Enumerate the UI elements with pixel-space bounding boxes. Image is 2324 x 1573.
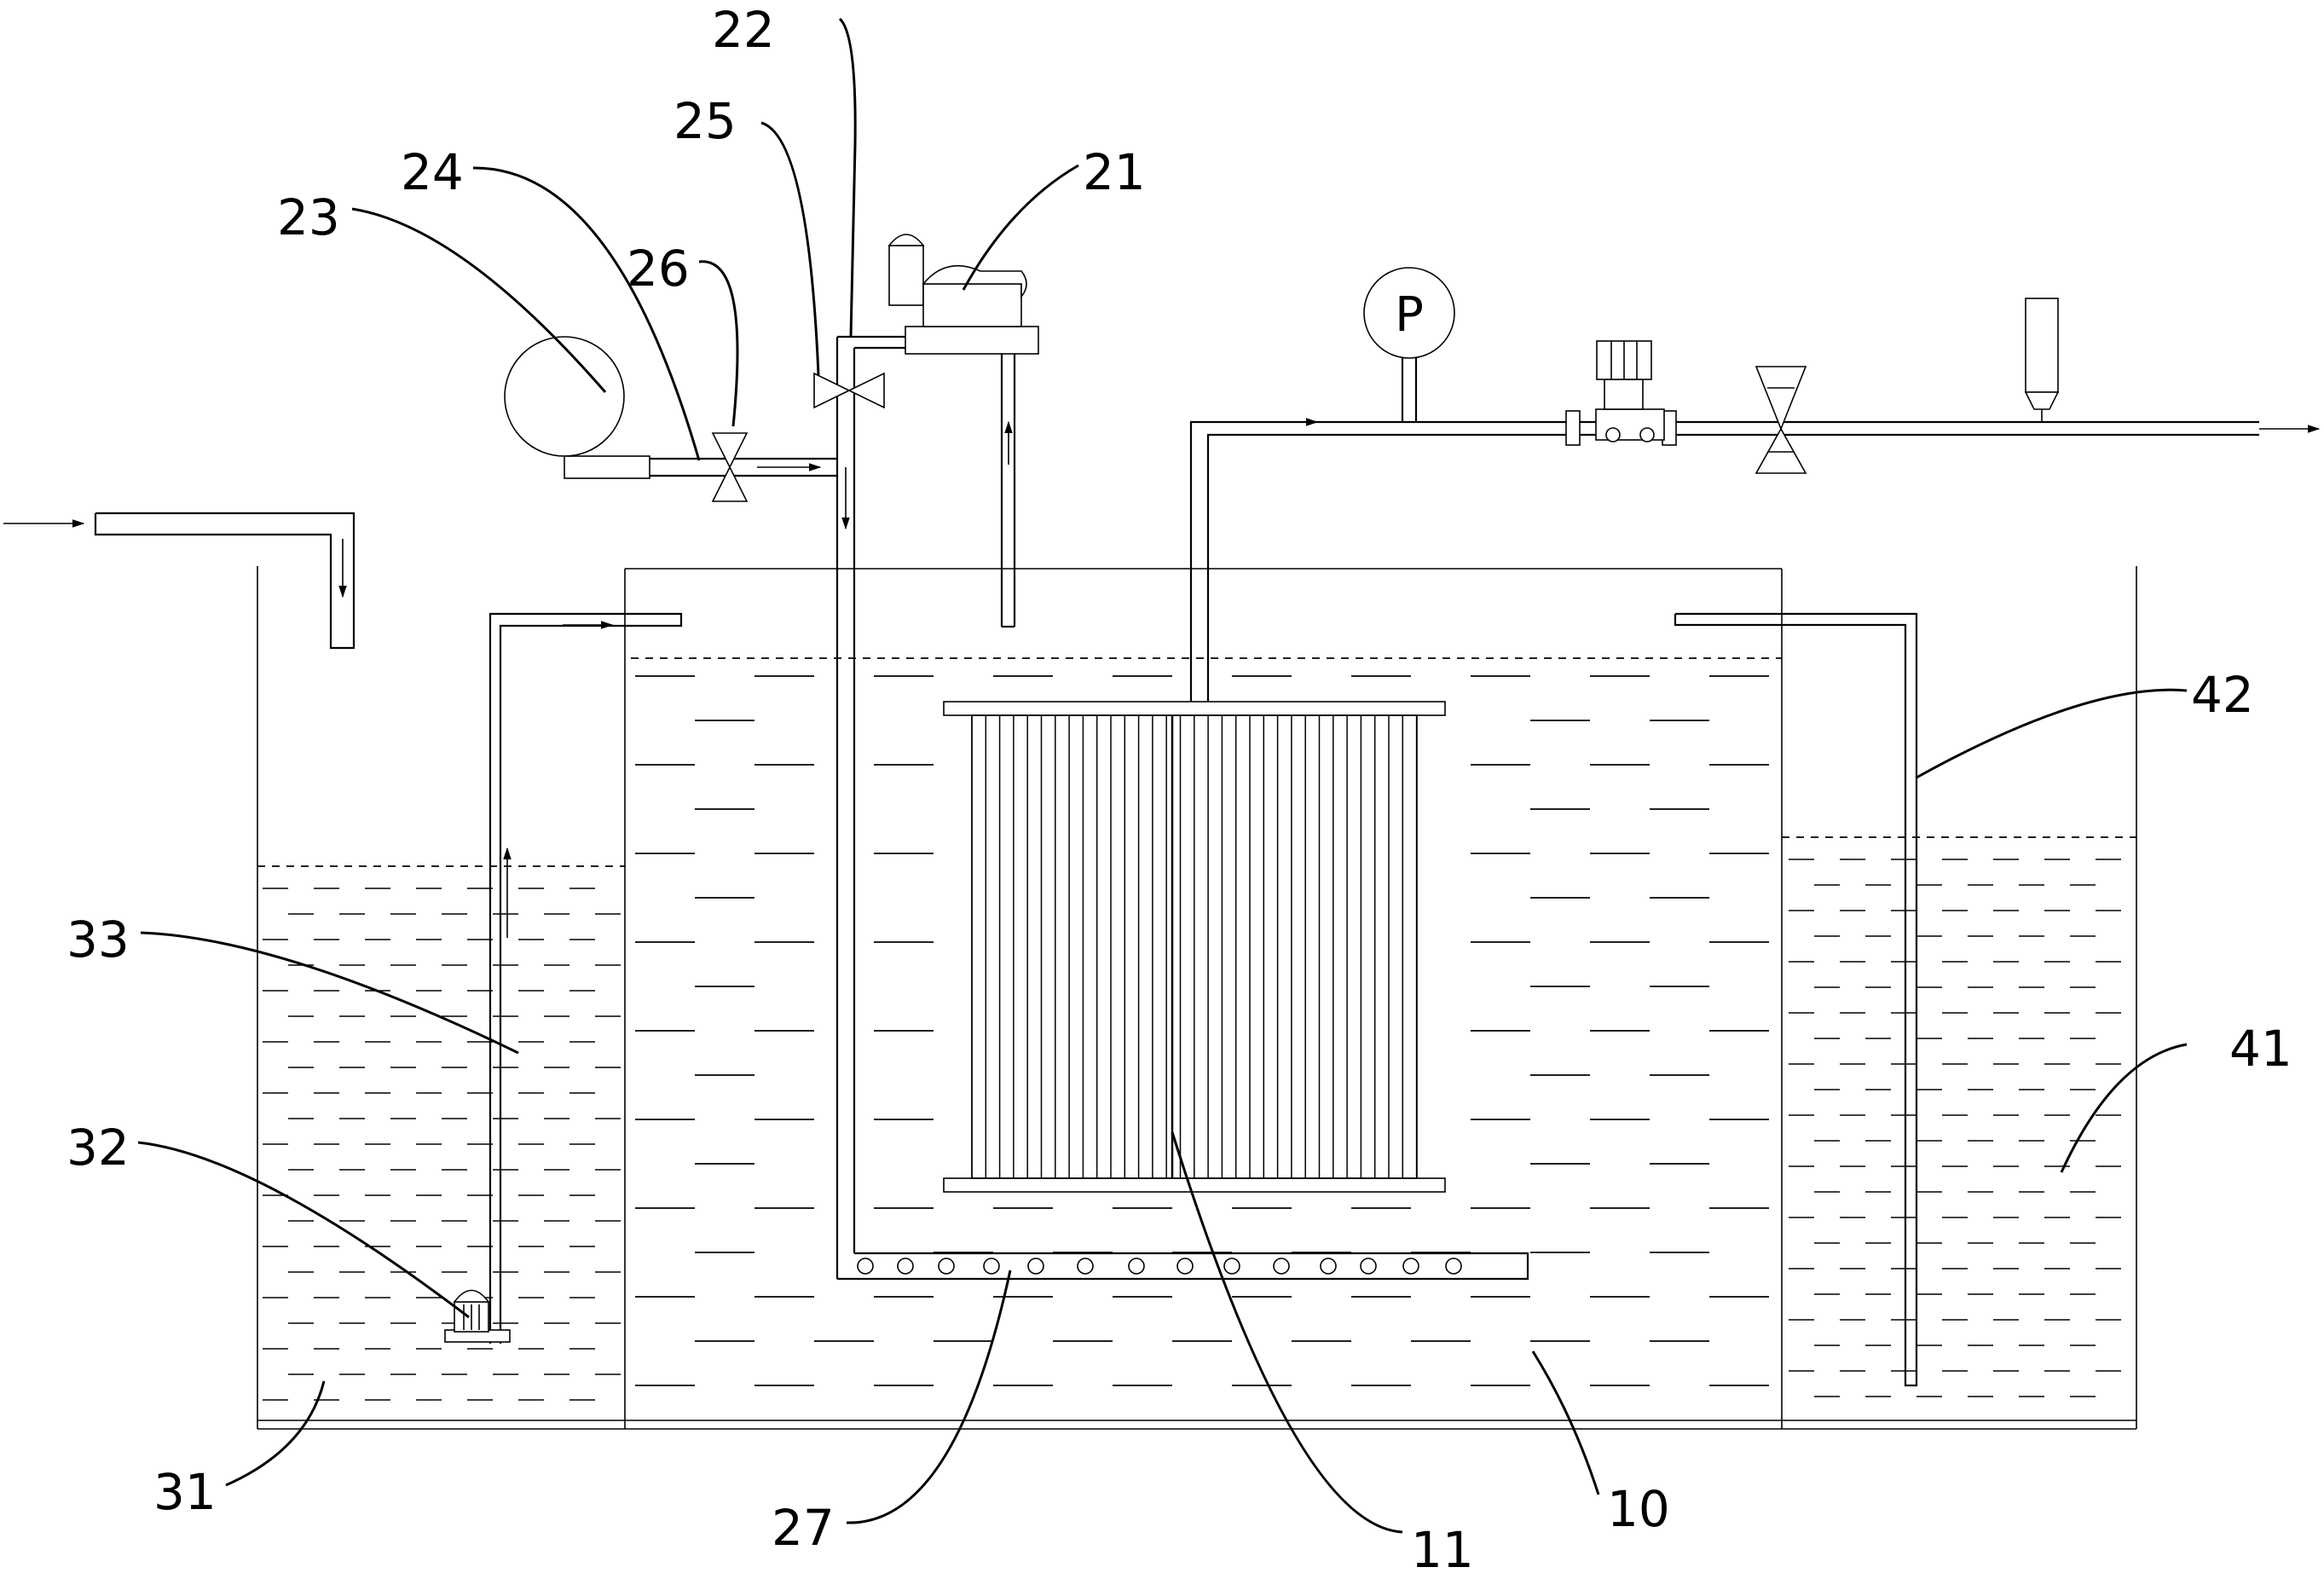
- label-33: 33: [66, 911, 130, 969]
- diffuser-hole: [1027, 1258, 1044, 1275]
- label-10: 10: [1607, 1480, 1670, 1538]
- diffuser-hole: [1176, 1258, 1194, 1275]
- submersible-pump-32: [444, 1289, 511, 1343]
- flow-meter: [2024, 298, 2060, 422]
- diffuser-hole: [983, 1258, 1000, 1275]
- label-31: 31: [153, 1463, 217, 1521]
- return-pipe-33: [489, 612, 683, 1344]
- diffuser-hole: [1320, 1258, 1337, 1275]
- label-24: 24: [401, 143, 464, 201]
- membrane-tank-water-hatch: [635, 675, 1769, 1386]
- diffuser-hole: [1360, 1258, 1377, 1275]
- label-25: 25: [673, 92, 737, 150]
- diffuser-hole: [1077, 1258, 1094, 1275]
- diffuser-hole: [1402, 1258, 1419, 1275]
- diffuser-hole: [897, 1258, 914, 1275]
- diffuser-hole: [1223, 1258, 1240, 1275]
- solenoid-valve: [1565, 340, 1677, 446]
- diffuser-holes: [857, 1258, 1462, 1275]
- suction-pump-21: [887, 234, 1039, 355]
- suction-pipe: [1000, 354, 1016, 628]
- label-23: 23: [277, 188, 340, 246]
- air-line: [650, 432, 837, 502]
- pressure-gauge: P: [1363, 267, 1455, 422]
- water-levels: [257, 657, 2136, 867]
- label-21: 21: [1083, 143, 1146, 201]
- blower-23: [504, 336, 650, 479]
- number-labels: 22 25 21 24 23 26 42 33 41 32 31 10 27 1…: [66, 1, 2292, 1573]
- label-22: 22: [712, 1, 775, 59]
- label-41: 41: [2229, 1020, 2292, 1078]
- diffuser-hole: [938, 1258, 955, 1275]
- inlet-pipe: [3, 512, 356, 650]
- gauge-letter: P: [1395, 287, 1424, 343]
- left-tank-water-hatch: [263, 888, 621, 1401]
- right-tank-water-hatch: [1789, 859, 2121, 1397]
- leader-lines: [137, 17, 2188, 1534]
- membrane-fibers: [971, 715, 1418, 1178]
- label-32: 32: [66, 1119, 130, 1177]
- label-11: 11: [1411, 1521, 1474, 1573]
- overflow-pipe-42: [1674, 612, 1918, 1387]
- permeate-line: [1189, 418, 2321, 702]
- diffuser-hole: [1128, 1258, 1145, 1275]
- aeration-diffuser-27: [837, 1252, 1529, 1281]
- air-pipe-22: [813, 335, 905, 1279]
- diffuser-hole: [857, 1258, 874, 1275]
- tank-walls: [257, 566, 2137, 1430]
- label-42: 42: [2191, 666, 2254, 724]
- label-26: 26: [627, 240, 690, 298]
- outlet-valve: [1755, 366, 1807, 474]
- diffuser-hole: [1445, 1258, 1462, 1275]
- label-27: 27: [772, 1499, 835, 1557]
- diffuser-hole: [1273, 1258, 1290, 1275]
